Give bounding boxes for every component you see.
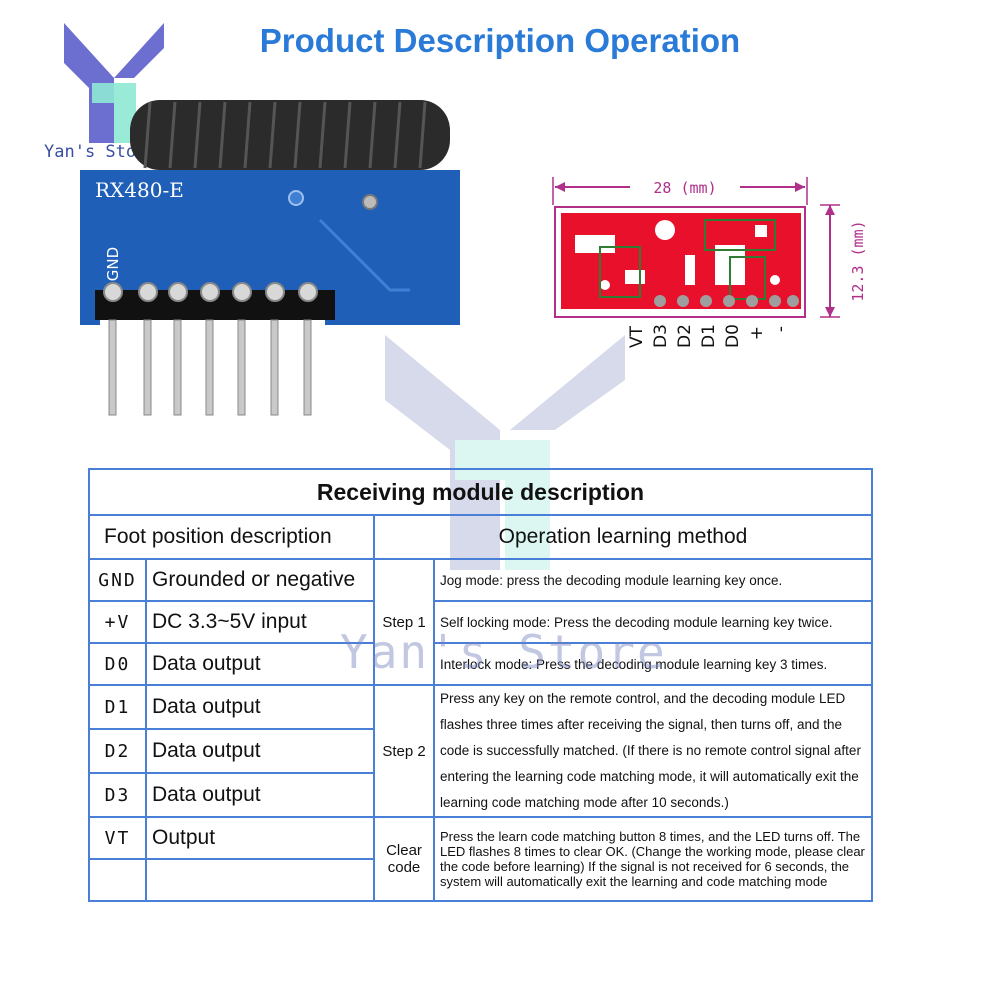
step-1-item: Self locking mode: Press the decoding mo… (433, 600, 873, 644)
pin-description: Output (145, 816, 375, 860)
table-row: D0 Data output Interlock mode: Press the… (88, 642, 873, 686)
pin-description: Data output (145, 684, 375, 730)
pin-name: D2 (88, 728, 147, 774)
table-row: +V DC 3.3~5V input Self locking mode: Pr… (88, 600, 873, 644)
pin-description: DC 3.3~5V input (145, 600, 375, 644)
step-1-item: Interlock mode: Press the decoding modul… (433, 642, 873, 686)
column-header-foot: Foot position description (88, 514, 375, 560)
step-2-label: Step 2 (373, 684, 435, 818)
pin-name: D1 (88, 684, 147, 730)
table-row: D2 Data output (88, 728, 872, 774)
clear-code-text: Press the learn code matching button 8 t… (433, 816, 873, 902)
height-dimension-label: 12.3 (mm) (849, 220, 867, 301)
step-1-label: Step 1 (373, 558, 435, 686)
pin-name: GND (88, 558, 147, 602)
store-logo-icon (64, 23, 164, 143)
pin-description: Grounded or negative (145, 558, 375, 602)
table-row (88, 858, 872, 902)
step-1-item: Jog mode: press the decoding module lear… (433, 558, 873, 602)
pcb-pin-label: - (771, 326, 791, 333)
table-title: Receiving module description (88, 468, 873, 516)
table-row: D3 Data output (88, 772, 872, 818)
brand-name: Yan's Store (44, 142, 157, 162)
column-header-method: Operation learning method (373, 514, 873, 560)
empty-cell (145, 858, 375, 902)
step-2-text: Press any key on the remote control, and… (433, 684, 873, 818)
page-title: Product Description Operation (259, 22, 741, 59)
table-row: VT Output Clear code Press the learn cod… (88, 816, 873, 902)
table-row: D1 Data output Step 2 Press any key on t… (88, 684, 873, 818)
pin-description: Data output (145, 728, 375, 774)
pin-name: D0 (88, 642, 147, 686)
module-model-label: RX480-E (95, 178, 184, 202)
table-row: GND Grounded or negative Step 1 Jog mode… (88, 558, 873, 686)
pin-name: VT (88, 816, 147, 860)
pin-name: +V (88, 600, 147, 644)
empty-cell (88, 858, 147, 902)
pcb-pin-labels: VT D3 D2 D1 D0 + - (627, 312, 820, 362)
width-dimension-label: 28 (mm) (653, 179, 716, 197)
clear-code-label: Clear code (373, 816, 435, 902)
svg-text:GND: GND (104, 247, 122, 281)
pin-description: Data output (145, 642, 375, 686)
receiving-module-table: Receiving module description Foot positi… (88, 468, 873, 902)
pin-description: Data output (145, 772, 375, 818)
antenna-coil-icon (130, 100, 450, 170)
module-photo: RX480-E GND (80, 100, 460, 416)
pin-name: D3 (88, 772, 147, 818)
pcb-dimension-diagram: 28 (mm) 12.3 (mm) (552, 176, 867, 318)
